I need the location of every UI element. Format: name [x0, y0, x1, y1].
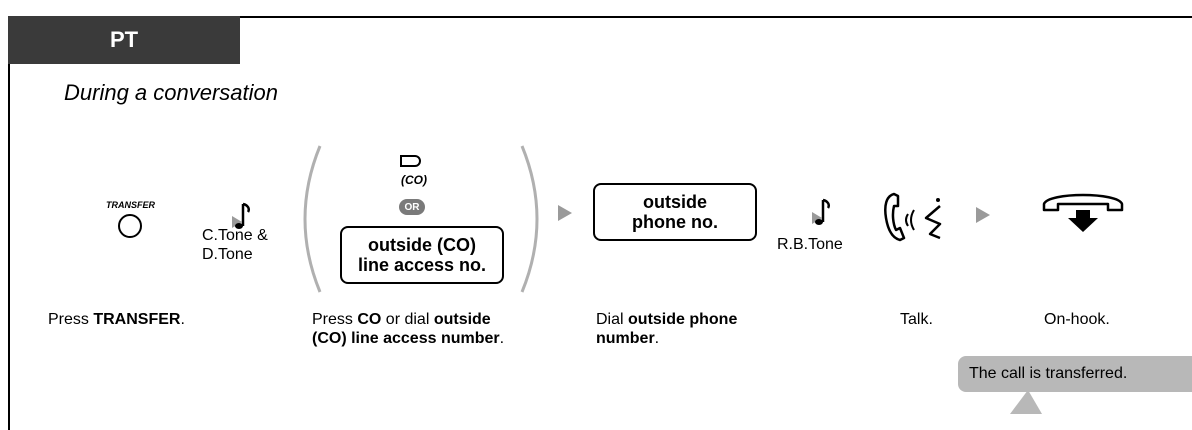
step-on-hook: On-hook.	[1044, 311, 1110, 328]
step-press-co: Press CO or dial outside (CO) line acces…	[312, 310, 504, 348]
step2-suffix: .	[499, 330, 505, 347]
co-button-icon	[399, 154, 423, 168]
step-talk: Talk.	[900, 311, 933, 328]
step3-suffix: .	[654, 330, 660, 347]
step3-bold-line1: outside phone	[628, 311, 738, 328]
transfer-button-label: TRANSFER	[106, 200, 155, 210]
line-access-number-box: outside (CO) line access no.	[340, 226, 504, 284]
tone2-label: R.B.Tone	[777, 236, 843, 253]
talk-icon	[880, 188, 964, 252]
step2-prefix: Press	[312, 311, 358, 328]
on-hook-icon	[1038, 186, 1134, 238]
frame-left-border	[8, 16, 10, 430]
step2-bold1: CO	[357, 311, 382, 328]
tone1-line1: C.Tone &	[202, 227, 268, 244]
step3-bold-line2: number	[596, 330, 655, 347]
callout-tail	[1006, 390, 1046, 416]
tone-icon	[228, 196, 254, 236]
co-button-label: (CO)	[401, 173, 427, 187]
arrow-1	[558, 205, 572, 221]
tone1-label: C.Tone & D.Tone	[202, 226, 272, 264]
callout-text: The call is transferred.	[969, 365, 1128, 382]
left-parenthesis	[294, 144, 324, 294]
subtitle: During a conversation	[64, 80, 279, 105]
transferred-callout: The call is transferred.	[958, 356, 1192, 392]
right-parenthesis	[518, 144, 548, 294]
step1-prefix: Press	[48, 311, 94, 328]
or-label: OR	[404, 201, 420, 213]
step1-suffix: .	[180, 311, 185, 328]
step1-bold: TRANSFER	[93, 311, 181, 328]
step-dial-phone: Dial outside phone number.	[596, 310, 737, 348]
step-press-transfer: Press TRANSFER.	[48, 310, 185, 329]
tone1-line2: D.Tone	[202, 246, 253, 263]
step3-prefix: Dial	[596, 311, 629, 328]
transfer-button-icon: TRANSFER	[104, 200, 164, 242]
arrow-2	[976, 207, 990, 223]
step2-bold2-line1: outside	[433, 311, 491, 328]
access-box-line2: line access no.	[357, 255, 487, 275]
outside-phone-number-box: outside phone no.	[593, 183, 757, 241]
phone-box-line1: outside	[642, 192, 707, 212]
pt-tab: PT	[8, 16, 240, 64]
or-badge-icon: OR	[399, 199, 425, 215]
phone-box-line2: phone no.	[632, 212, 718, 232]
step2-mid: or dial	[381, 311, 434, 328]
access-box-line1: outside (CO)	[368, 235, 476, 255]
frame-top-border	[8, 16, 1192, 18]
tone-icon	[808, 192, 834, 232]
step2-bold2-line2: (CO) line access number	[312, 330, 500, 347]
